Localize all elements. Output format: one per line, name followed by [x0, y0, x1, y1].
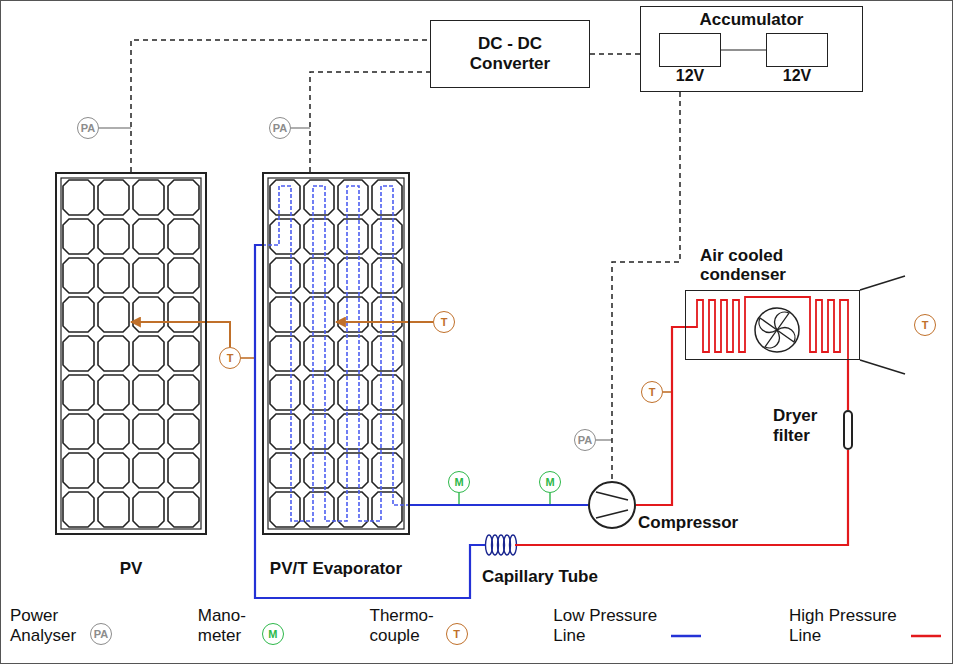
condenser-label: Air cooled condenser [700, 246, 800, 285]
power-analyser-symbol: PA [77, 117, 99, 139]
sensor-lead [99, 127, 131, 128]
legend-entry: Thermo- couple T [370, 606, 468, 645]
legend-label: Low Pressure Line [553, 606, 663, 645]
converter-label: DC - DC Converter [460, 34, 560, 73]
compressor: Compressor [588, 481, 636, 529]
line-sample [911, 635, 941, 638]
sensor-lead [663, 391, 672, 393]
pv-cell-grid [61, 178, 201, 529]
high-pressure-line [515, 450, 848, 545]
duct-outlet [860, 276, 905, 290]
sensor-lead [596, 439, 612, 440]
legend-label: High Pressure Line [789, 606, 903, 645]
legend: Power Analyser PA Mano- meter M Thermo- coup… [10, 606, 943, 645]
line-sample [671, 635, 701, 638]
battery-link [721, 49, 766, 50]
compressor-symbol [596, 492, 628, 518]
power-analyser-symbol: PA [574, 429, 596, 451]
accumulator-box: Accumulator12V12V [640, 6, 863, 92]
capillary-tube: Capillary Tube [485, 533, 515, 557]
thermocouple-symbol: T [641, 381, 663, 403]
pvt-evaporator-panel: PV/T Evaporator [262, 172, 410, 535]
electric-wire [590, 53, 640, 55]
power-analyser-sample: PA [90, 623, 112, 645]
battery-cell: 12V [659, 33, 721, 67]
symbol-letter: PA [578, 435, 592, 446]
dc-dc-converter-box: DC - DC Converter [430, 20, 590, 88]
condenser-coil [685, 297, 848, 360]
dryer-filter: Dryer filter [843, 410, 853, 450]
sensor-lead [241, 357, 255, 359]
power-analyser-symbol: PA [269, 117, 291, 139]
component-label: Compressor [638, 513, 738, 533]
sensor-lead [458, 493, 459, 505]
symbol-letter: M [545, 477, 554, 488]
legend-label: Thermo- couple [370, 606, 440, 645]
sensor-lead [291, 127, 310, 128]
pv-panel: PV [55, 172, 207, 535]
legend-entry: Power Analyser PA [10, 606, 112, 645]
legend-entry: High Pressure Line [789, 606, 943, 645]
pvt-cell-grid [268, 178, 404, 529]
thermocouple-sample: T [446, 623, 468, 645]
fan-blade [759, 318, 777, 332]
low-pressure-line [255, 245, 485, 598]
air-cooled-condenser: Air cooled condenser [685, 290, 860, 360]
symbol-letter: T [922, 320, 929, 331]
duct-outlet [860, 360, 905, 374]
thermocouple-symbol: T [433, 311, 455, 333]
sensor-lead [549, 493, 550, 505]
high-pressure-line [636, 327, 685, 505]
high-pressure-line [847, 360, 849, 410]
symbol-letter: M [454, 477, 463, 488]
fan-housing [755, 308, 799, 352]
voltage-label: 12V [660, 67, 720, 85]
thermocouple-arrow [336, 321, 433, 323]
symbol-letter: T [227, 353, 234, 364]
panel-label: PV/T Evaporator [270, 559, 402, 579]
low-pressure-line [410, 504, 588, 506]
low-pressure-sample [669, 631, 703, 641]
electric-wire [310, 72, 430, 172]
accumulator-label: Accumulator [641, 10, 862, 30]
panel-label: PV [120, 559, 143, 579]
voltage-label: 12V [767, 67, 827, 85]
legend-entry: Mano- meter M [198, 606, 284, 645]
capillary-coil [486, 535, 517, 555]
component-label: Dryer filter [773, 406, 835, 445]
symbol-letter: T [649, 387, 656, 398]
component-label: Capillary Tube [482, 567, 598, 587]
legend-label: Power Analyser [10, 606, 84, 645]
manometer-sample: M [262, 623, 284, 645]
thermocouple-arrow [131, 322, 230, 347]
battery-cell: 12V [766, 33, 828, 67]
manometer-symbol: M [448, 471, 470, 493]
high-pressure-sample [909, 631, 943, 641]
legend-entry: Low Pressure Line [553, 606, 703, 645]
symbol-letter: PA [81, 123, 95, 134]
evaporator-tubing [262, 186, 410, 521]
electric-wire [612, 92, 680, 481]
symbol-letter: T [441, 317, 448, 328]
legend-label: Mano- meter [198, 606, 256, 645]
thermocouple-symbol: T [914, 314, 936, 336]
manometer-symbol: M [539, 471, 561, 493]
electric-wire [131, 40, 430, 172]
thermocouple-symbol: T [219, 347, 241, 369]
symbol-letter: PA [273, 123, 287, 134]
